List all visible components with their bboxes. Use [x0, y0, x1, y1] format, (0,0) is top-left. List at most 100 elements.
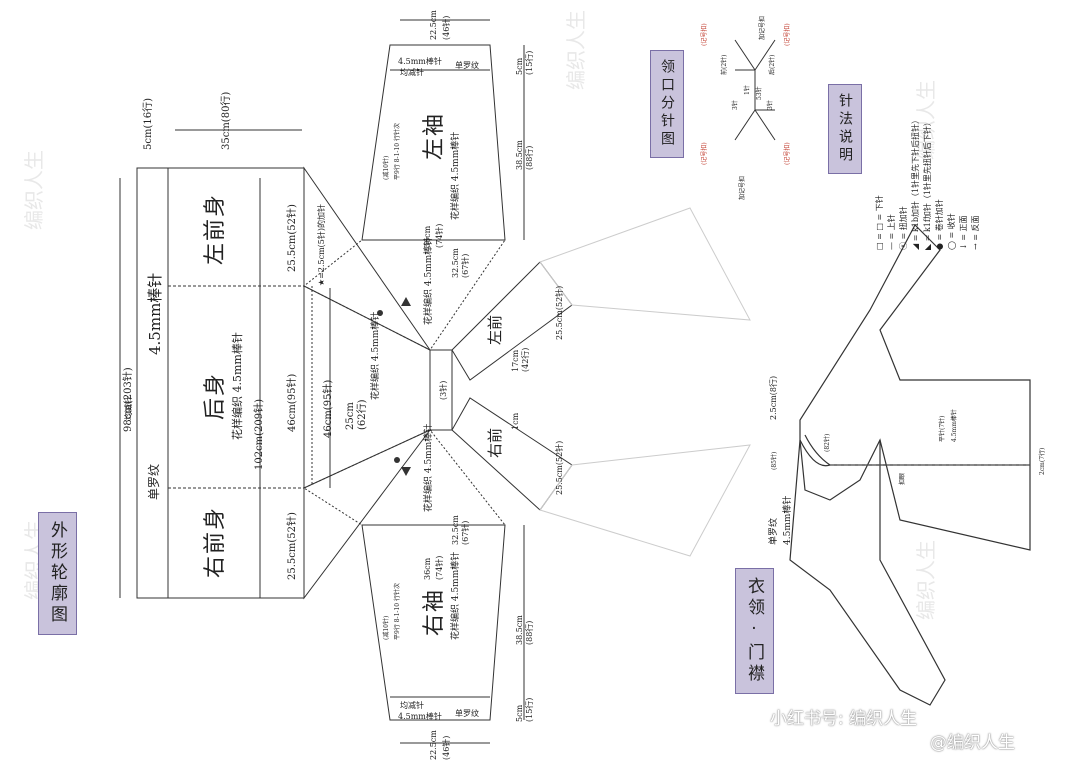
collar-neck-pickup: (85针) — [771, 451, 778, 470]
hem-pattern-label: 单罗纹 — [147, 463, 161, 500]
legend-item: ◯ = 收针 — [947, 213, 956, 250]
left-cuff-note: 均减针 — [400, 68, 424, 77]
yoke-left-pattern: 花样编织 4.5mm棒针 — [424, 236, 434, 325]
back-mid-label: 46cm(95针) — [287, 373, 298, 432]
yoke-right-pattern: 花样编织 4.5mm棒针 — [424, 423, 434, 512]
collar-hem-width: 2cm(7行) — [1039, 447, 1046, 475]
neck-count-left: 3针 — [732, 100, 739, 110]
left-armhole: 32.5cm — [451, 248, 460, 278]
left-decrease-rows: 平9行 8-1-10 行针次 — [394, 123, 401, 180]
legend-item: □ = □ = 下针 — [875, 195, 884, 250]
weibo-watermark: @编织人生 — [930, 733, 1015, 753]
right-sleeve-pattern: 花样编织 4.5mm棒针 — [451, 551, 461, 640]
neck-marker-front: 加记号扣 — [739, 175, 746, 200]
marker-icon — [394, 457, 400, 463]
neck-center: 53针 — [756, 86, 763, 100]
neck-count-right: 3针 — [767, 100, 774, 110]
right-cuff-width: 22.5cm — [429, 730, 438, 760]
hem-needle-label: 4.5mm棒针 — [146, 272, 164, 355]
neck-back: 后(2针) — [769, 54, 776, 76]
right-cuff-height: 5cm — [515, 704, 524, 722]
left-sleeve-pattern: 花样编织 4.5mm棒针 — [451, 131, 461, 220]
front-width-left-label: 25.5cm(52针) — [287, 204, 298, 272]
stitch-legend-title: 针法说明 — [828, 84, 862, 174]
left-cuff-needle: 4.5mm棒针 — [398, 57, 442, 66]
outline-title: 外形轮廓图 — [38, 512, 77, 635]
collar-buttonhole-label: 扣眼 — [899, 472, 906, 485]
neck-tag-top-1: (记号扣) — [701, 23, 708, 46]
neck-tag-bot-2: (记号扣) — [784, 142, 791, 165]
yoke-front-depth-left: 17cm — [511, 349, 520, 372]
collar-placket-title: 衣领·门襟 — [735, 568, 774, 694]
legend-item: ↓ = 正面 — [959, 215, 968, 251]
collar-pattern-label: 单罗纹 — [769, 517, 779, 545]
body-height-label: 35cm(80行) — [221, 91, 232, 150]
right-sleeve-length: 38.5cm — [515, 615, 524, 645]
back-width-label: 102cm(209针) — [254, 398, 265, 470]
marker-icon — [377, 310, 383, 316]
right-armhole-stitches: (67针) — [461, 520, 470, 545]
neck-tag-top-2: (记号扣) — [784, 23, 791, 46]
right-decrease-rows: 平9行 8-1-10 行针次 — [394, 583, 401, 640]
yoke-front-right-label: 右前 — [486, 427, 504, 458]
collar-buttonhole-note: 平针(7针) — [939, 415, 946, 443]
right-decrease-note: (减10针) — [383, 615, 390, 640]
right-front-label: 右前身 — [203, 505, 228, 578]
yoke-rows-label: (62行) — [357, 399, 368, 430]
left-front-label: 左前身 — [203, 192, 228, 265]
right-upper-width: 36cm — [423, 557, 432, 580]
neck-marker-back: 加记号扣 — [759, 15, 766, 40]
collar-placket-needle: 4.5mm棒针 — [951, 409, 958, 442]
xhs-watermark: 小红书号: 编织人生 — [770, 709, 918, 729]
yoke-side-width-left: 25.5cm(52针) — [555, 285, 564, 340]
raglan-note-label: ★=2.5cm(5针)的加针 — [317, 204, 326, 286]
left-cuff-rows: (15行) — [525, 50, 534, 75]
legend-item: ◢ = k1b加针（1针里先下针后扭针） — [911, 115, 920, 250]
right-cuff-stitches: (46针) — [442, 735, 451, 760]
neck-split-title: 领口分针图 — [650, 50, 684, 158]
yoke-neck-stitches: (3针) — [439, 380, 448, 400]
legend-item: ⓧ = 扭加针 — [899, 206, 908, 250]
left-cuff-height: 5cm — [515, 57, 524, 75]
front-mid-label: 46cm(95针) — [323, 379, 334, 438]
back-pattern-label: 花样编织 4.5mm棒针 — [231, 332, 244, 440]
left-cuff-pattern: 单罗纹 — [455, 61, 479, 70]
front-width-right-label: 25.5cm(52针) — [287, 512, 298, 580]
neck-front: 前(2针) — [721, 54, 728, 76]
legend-item: — = 上针 — [887, 214, 896, 250]
yoke-side-width-right: 25.5cm(52针) — [555, 440, 564, 495]
legend-item: ◣ = k1f加针（1针里先扭针后下针） — [923, 118, 932, 250]
right-cuff-rows: (15行) — [525, 697, 534, 722]
collar-needle-label: 4.5mm棒针 — [783, 495, 793, 545]
right-cuff-needle: 4.5mm棒针 — [398, 712, 442, 721]
left-upper-stitches: (74针) — [435, 223, 444, 248]
hem-note-label: 均减针 — [124, 396, 133, 420]
right-cuff-pattern: 单罗纹 — [455, 709, 479, 718]
left-cuff-width: 22.5cm — [429, 10, 438, 40]
yoke-depth-label: 25cm — [345, 402, 356, 430]
left-sleeve-length: 38.5cm — [515, 140, 524, 170]
yoke-front-left-label: 左前 — [486, 314, 504, 345]
left-upper-width: 36cm — [423, 225, 432, 248]
neck-side: 1针 — [744, 85, 751, 95]
legend-item: ● = 卷针加针 — [935, 199, 944, 250]
left-decrease-note: (减10针) — [383, 155, 390, 180]
left-cuff-stitches: (46针) — [442, 15, 451, 40]
right-upper-stitches: (74针) — [435, 555, 444, 580]
yoke-neck-width: 1cm — [511, 412, 520, 430]
left-sleeve-label: 左袖 — [422, 111, 447, 160]
collar-width-label: 2.5cm(8行) — [769, 375, 778, 420]
right-sleeve-label: 右袖 — [422, 587, 447, 636]
collar-back-pickup: (82针) — [824, 433, 831, 452]
legend-item: → = 反面 — [971, 215, 980, 251]
left-armhole-stitches: (67针) — [461, 253, 470, 278]
right-sleeve-length-rows: (88行) — [525, 620, 534, 645]
yoke-front-rows-left: (42行) — [521, 347, 530, 372]
right-armhole: 32.5cm — [451, 515, 460, 545]
right-cuff-note: 均减针 — [400, 701, 424, 710]
neck-tag-bot-1: (记号扣) — [701, 142, 708, 165]
left-sleeve-length-rows: (88行) — [525, 145, 534, 170]
hem-height-label: 5cm(16行) — [143, 98, 154, 150]
